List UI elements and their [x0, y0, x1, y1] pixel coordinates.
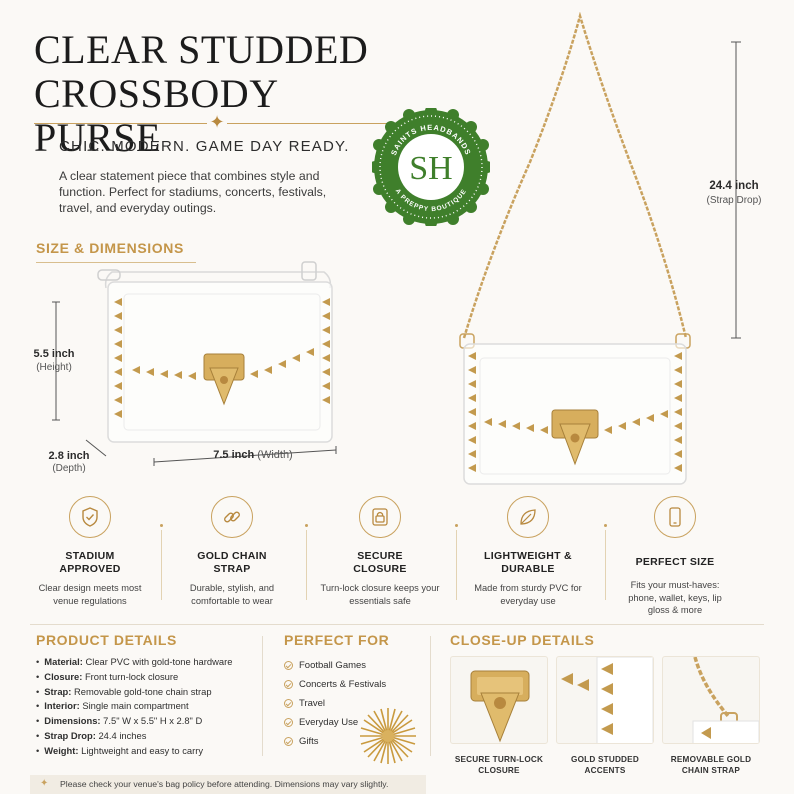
purse-front-view: [94, 258, 344, 448]
title-line-1: CLEAR STUDDED: [34, 27, 369, 72]
feature-stadium-approved: STADIUM APPROVED Clear design meets most…: [15, 496, 165, 607]
feature-row: STADIUM APPROVED Clear design meets most…: [0, 496, 794, 616]
feature-lightweight: LIGHTWEIGHT & DURABLE Made from sturdy P…: [453, 496, 603, 607]
page-title: CLEAR STUDDED CROSSBODY PURSE: [34, 28, 404, 160]
heading-underline: [36, 262, 196, 263]
feature-desc: Turn-lock closure keeps your essentials …: [320, 583, 440, 606]
list-item: Material: Clear PVC with gold-tone hardw…: [36, 655, 266, 670]
check-circle-icon: [284, 718, 293, 727]
perfect-for-heading: PERFECT FOR: [284, 632, 390, 648]
list-item: Everyday Use: [284, 713, 386, 732]
strap-drop-value: 24.4 inch: [709, 180, 759, 192]
width-dimension: 7.5 inch (Width): [198, 449, 308, 461]
section-divider: [30, 624, 764, 625]
shield-check-icon: [69, 496, 111, 538]
list-item: Gifts: [284, 732, 386, 751]
feature-gold-chain: GOLD CHAIN STRAP Durable, stylish, and c…: [157, 496, 307, 607]
check-circle-icon: [284, 737, 293, 746]
product-details-heading: PRODUCT DETAILS: [36, 632, 177, 648]
list-item: Dimensions: 7.5" W x 5.5" H x 2.8" D: [36, 714, 266, 729]
sparkle-icon: ✦: [207, 112, 227, 132]
feature-secure-closure: SECURE CLOSURE Turn-lock closure keeps y…: [305, 496, 455, 607]
list-item: Strap: Removable gold-tone chain strap: [36, 685, 266, 700]
phone-icon: [654, 496, 696, 538]
feature-separator: [604, 524, 607, 600]
feature-desc: Durable, stylish, and comfortable to wea…: [189, 583, 275, 606]
closeup-caption: GOLD STUDDED ACCENTS: [571, 755, 639, 775]
depth-measure-line: [84, 438, 110, 460]
closeup-turnlock-image: [450, 656, 548, 744]
depth-value: 2.8 inch: [48, 450, 90, 462]
closeup-caption: REMOVABLE GOLD CHAIN STRAP: [670, 755, 752, 775]
product-details-list: Material: Clear PVC with gold-tone hardw…: [36, 655, 266, 759]
perfect-for-list: Football Games Concerts & Festivals Trav…: [284, 656, 386, 751]
feature-perfect-size: PERFECT SIZE Fits your must-haves: phone…: [600, 496, 750, 617]
height-label: (Height): [36, 362, 72, 373]
feature-separator: [305, 524, 308, 600]
check-circle-icon: [284, 680, 293, 689]
feature-desc: Made from sturdy PVC for everyday use: [474, 583, 582, 606]
depth-label: (Depth): [52, 463, 86, 474]
star-icon: ✦: [40, 778, 49, 789]
width-value: 7.5 inch: [213, 449, 255, 461]
svg-text:SH: SH: [409, 150, 452, 187]
strap-drop-measure-line: [730, 40, 742, 340]
gold-pompom-image: [358, 706, 418, 766]
list-item: Travel: [284, 694, 386, 713]
check-circle-icon: [284, 699, 293, 708]
closeup-chain-image: [662, 656, 760, 744]
title-line-2: CROSSBODY PURSE: [34, 71, 278, 160]
tagline: CHIC. MODERN. GAME DAY READY.: [59, 138, 350, 155]
height-measure-line: [50, 300, 62, 422]
list-item: Interior: Single main compartment: [36, 699, 266, 714]
list-item: Weight: Lightweight and easy to carry: [36, 744, 266, 759]
feature-separator: [160, 524, 163, 600]
feature-title: LIGHTWEIGHT & DURABLE: [484, 550, 572, 575]
feature-title: GOLD CHAIN STRAP: [197, 550, 267, 575]
intro-text: A clear statement piece that combines st…: [59, 169, 327, 215]
height-value: 5.5 inch: [33, 348, 75, 360]
feather-leaf-icon: [507, 496, 549, 538]
list-item: Football Games: [284, 656, 386, 675]
feature-desc: Clear design meets most venue regulation…: [38, 583, 142, 606]
feature-title: STADIUM APPROVED: [59, 550, 121, 575]
width-measure-line: [152, 446, 338, 466]
closeup-caption: SECURE TURN-LOCK CLOSURE: [454, 755, 544, 775]
check-circle-icon: [284, 661, 293, 670]
purse-with-chain-view: [450, 11, 700, 490]
strap-drop-label: (Strap Drop): [706, 195, 762, 206]
chain-link-icon: [211, 496, 253, 538]
closeup-details-heading: CLOSE-UP DETAILS: [450, 632, 595, 648]
list-item: Closure: Front turn-lock closure: [36, 670, 266, 685]
size-dimensions-heading: SIZE & DIMENSIONS: [36, 240, 184, 256]
list-item: Concerts & Festivals: [284, 675, 386, 694]
feature-title: SECURE CLOSURE: [353, 550, 407, 575]
feature-title: PERFECT SIZE: [635, 556, 715, 568]
column-divider: [430, 636, 431, 756]
width-label: (Width): [257, 449, 293, 461]
boutique-logo: SAINTS HEADBANDS A PREPPY BOUTIQUE SH: [369, 105, 493, 229]
lock-icon: [359, 496, 401, 538]
closeup-studs-image: [556, 656, 654, 744]
list-item: Strap Drop: 24.4 inches: [36, 729, 266, 744]
feature-desc: Fits your must-haves: phone, wallet, key…: [628, 580, 722, 615]
venue-policy-note: Please check your venue's bag policy bef…: [30, 775, 426, 794]
feature-separator: [455, 524, 458, 600]
